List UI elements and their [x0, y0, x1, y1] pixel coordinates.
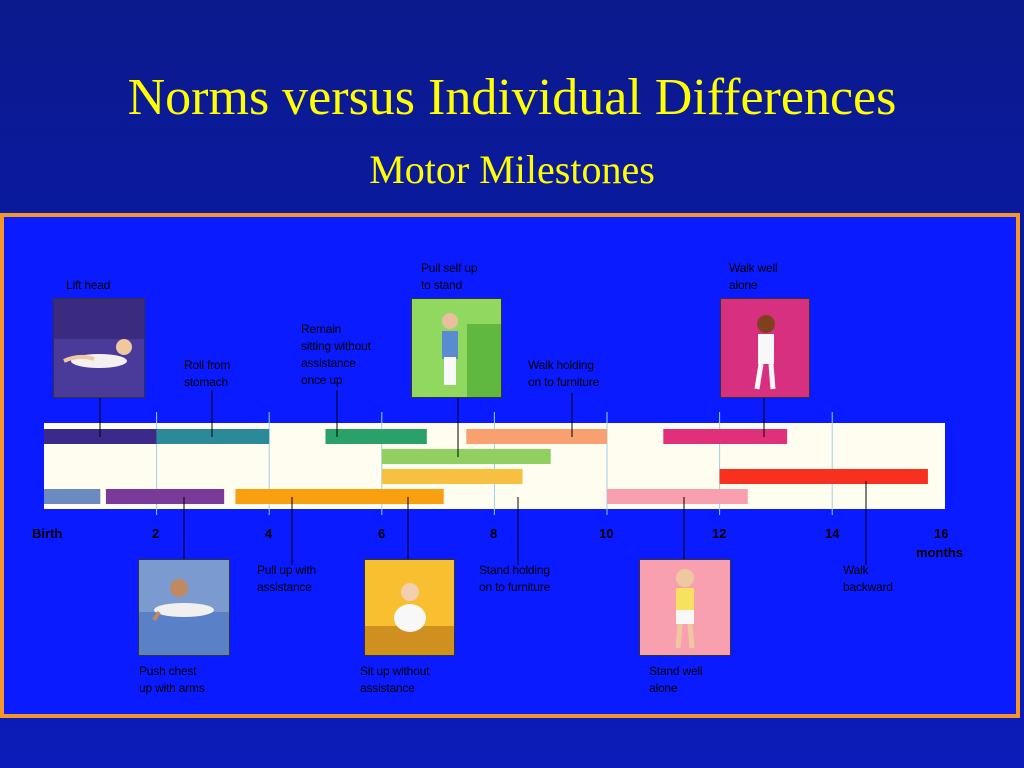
tick-16: 16 [934, 526, 949, 541]
bar-walk-holding-on-to-furniture [466, 429, 607, 444]
label-pull-self-line1: Pull self up [421, 261, 478, 275]
bar-walk-backward [719, 469, 928, 484]
label-lift-head: Lift head [66, 278, 111, 292]
label-stand-holding: Stand holding on to furniture [479, 562, 550, 596]
label-walk-holding-line2: on to furniture [528, 375, 600, 389]
label-sit-up-line1: Sit up without [360, 664, 430, 678]
tick-10: 10 [599, 526, 614, 541]
label-remain-sitting: Remain sitting without assistance once u… [301, 321, 371, 389]
bar-push-chest-up-with-arms [44, 489, 101, 504]
label-walk-backward-line1: Walk [843, 563, 869, 577]
tick-14: 14 [825, 526, 840, 541]
label-remain-line3: assistance [301, 356, 356, 370]
baby-pull-self-up-image [411, 298, 502, 398]
tick-4: 4 [265, 526, 273, 541]
baby-stand-well-image [639, 559, 731, 656]
baby-sit-up-image [364, 559, 455, 656]
label-remain-line4: once up [301, 373, 343, 387]
connector-lines [99, 390, 867, 565]
bar-pull-self-up-to-stand [381, 449, 551, 464]
label-roll-from-stomach: Roll from stomach [184, 357, 230, 391]
bar-stand-well-alone [607, 489, 748, 504]
baby-lift-head-image [53, 298, 145, 398]
bar-roll-from-stomach [156, 429, 270, 444]
tick-2: 2 [152, 526, 160, 541]
label-push-chest-line1: Push chest [139, 664, 197, 678]
axis-unit-months: months [916, 545, 963, 560]
label-roll-line1: Roll from [184, 358, 231, 372]
label-pull-self-line2: to stand [421, 278, 463, 292]
label-stand-well-line1: Stand well [649, 664, 703, 678]
label-roll-line2: stomach [184, 375, 228, 389]
tick-birth: Birth [32, 526, 63, 541]
label-sit-up-line2: assistance [360, 681, 415, 695]
baby-push-chest-image [138, 559, 230, 656]
bar-sit-up-without-assistance [235, 489, 444, 504]
tick-6: 6 [378, 526, 386, 541]
label-sit-up: Sit up without assistance [360, 663, 429, 697]
label-remain-line2: sitting without [301, 339, 371, 353]
label-walk-holding-line1: Walk holding [528, 358, 594, 372]
label-stand-holding-line2: on to furniture [479, 580, 551, 594]
bar-stand-holding-on-to-furniture [381, 469, 523, 484]
bar-walk-well-alone [663, 429, 788, 444]
label-push-chest-line2: up with arms [139, 681, 205, 695]
baby-walk-well-image [720, 298, 810, 398]
label-pull-self-up: Pull self up to stand [421, 260, 478, 294]
label-stand-holding-line1: Stand holding [479, 563, 550, 577]
label-walk-backward-line2: backward [843, 580, 893, 594]
label-pull-up-assistance: Pull up with assistance [257, 562, 316, 596]
label-walk-well-line1: Walk well [729, 261, 778, 275]
label-stand-well: Stand well alone [649, 663, 703, 697]
tick-8: 8 [490, 526, 498, 541]
label-walk-backward: Walk backward [843, 562, 893, 596]
label-stand-well-line2: alone [649, 681, 678, 695]
page-title: Norms versus Individual Differences [127, 69, 897, 126]
page-subtitle: Motor Milestones [369, 147, 655, 192]
tick-12: 12 [712, 526, 727, 541]
label-walk-well: Walk well alone [729, 260, 778, 294]
label-remain-line1: Remain [301, 322, 342, 336]
label-walk-well-line2: alone [729, 278, 758, 292]
label-pull-up-line2: assistance [257, 580, 312, 594]
label-pull-up-line1: Pull up with [257, 563, 316, 577]
bar-pull-up-with-assistance [105, 489, 225, 504]
label-walk-holding: Walk holding on to furniture [528, 357, 599, 391]
label-push-chest: Push chest up with arms [139, 663, 205, 697]
bar-remain-sitting-without-assistance-once-up [325, 429, 427, 444]
